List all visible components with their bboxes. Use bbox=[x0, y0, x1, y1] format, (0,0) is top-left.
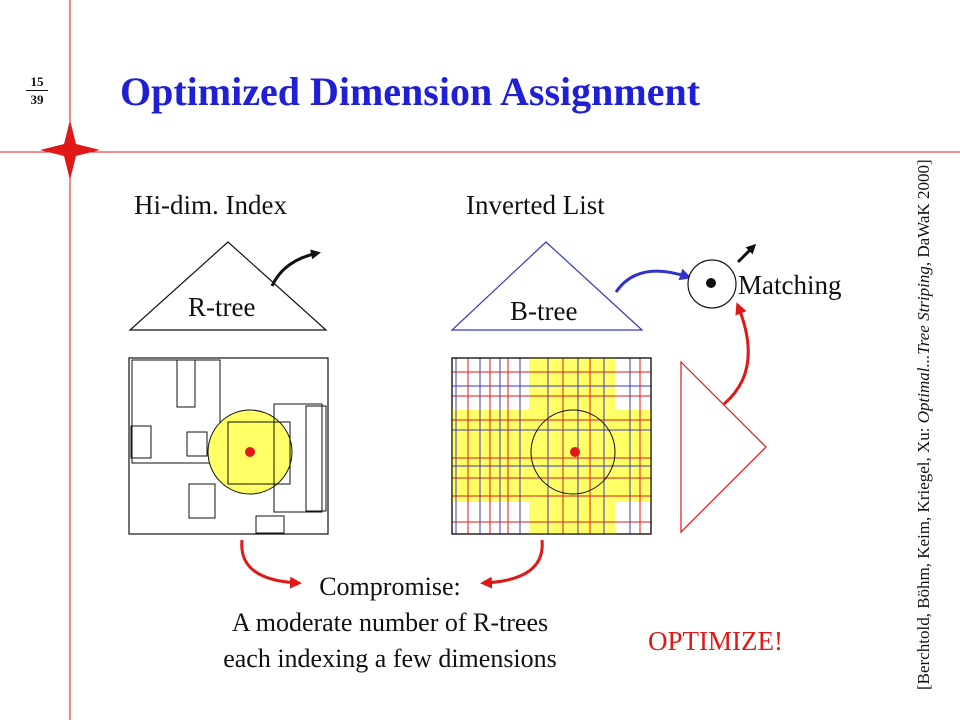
compromise-line-3: each indexing a few dimensions bbox=[223, 644, 557, 673]
optimize-triangle bbox=[680, 360, 767, 534]
citation-title: Optimal...Tree Striping bbox=[914, 266, 933, 424]
btree-query-circle bbox=[530, 409, 616, 495]
rtree-partition-box bbox=[128, 357, 329, 535]
optimize-to-matching-arrow bbox=[723, 302, 750, 406]
compromise-arrow-left bbox=[240, 539, 302, 589]
matching-label: Matching bbox=[738, 270, 842, 300]
compromise-arrow-right bbox=[480, 539, 544, 589]
rtree-triangle bbox=[128, 241, 328, 331]
rtree-query-point bbox=[245, 447, 255, 457]
citation-venue: , DaWaK 2000] bbox=[914, 159, 933, 267]
btree-to-matching-arrow bbox=[614, 268, 692, 293]
left-heading: Hi-dim. Index bbox=[134, 190, 287, 220]
page-number: 15 bbox=[26, 74, 48, 91]
btree-triangle bbox=[450, 241, 644, 331]
right-heading: Inverted List bbox=[466, 190, 605, 220]
citation-authors: [Berchtold, Böhm, Keim, Kriegel, Xu: bbox=[914, 423, 933, 690]
rtree-arrow bbox=[270, 249, 321, 287]
compromise-line-2: A moderate number of R-trees bbox=[231, 608, 549, 637]
btree-query-point bbox=[570, 447, 580, 457]
grid-horizontal-band bbox=[452, 410, 651, 502]
optimize-label: OPTIMIZE! bbox=[648, 626, 783, 656]
btree-label: B-tree bbox=[510, 296, 578, 326]
matching-dot bbox=[706, 278, 716, 288]
compromise-line-1: Compromise: bbox=[319, 572, 461, 601]
rtree-label: R-tree bbox=[188, 292, 256, 322]
grid-border bbox=[451, 357, 652, 535]
slide-title: Optimized Dimension Assignment bbox=[120, 69, 701, 114]
page-total: 39 bbox=[30, 92, 44, 107]
citation: [Berchtold, Böhm, Keim, Kriegel, Xu: Opt… bbox=[914, 159, 934, 690]
star-icon bbox=[40, 120, 100, 180]
inverted-list-grid bbox=[451, 357, 652, 535]
matching-arrow bbox=[736, 243, 757, 264]
